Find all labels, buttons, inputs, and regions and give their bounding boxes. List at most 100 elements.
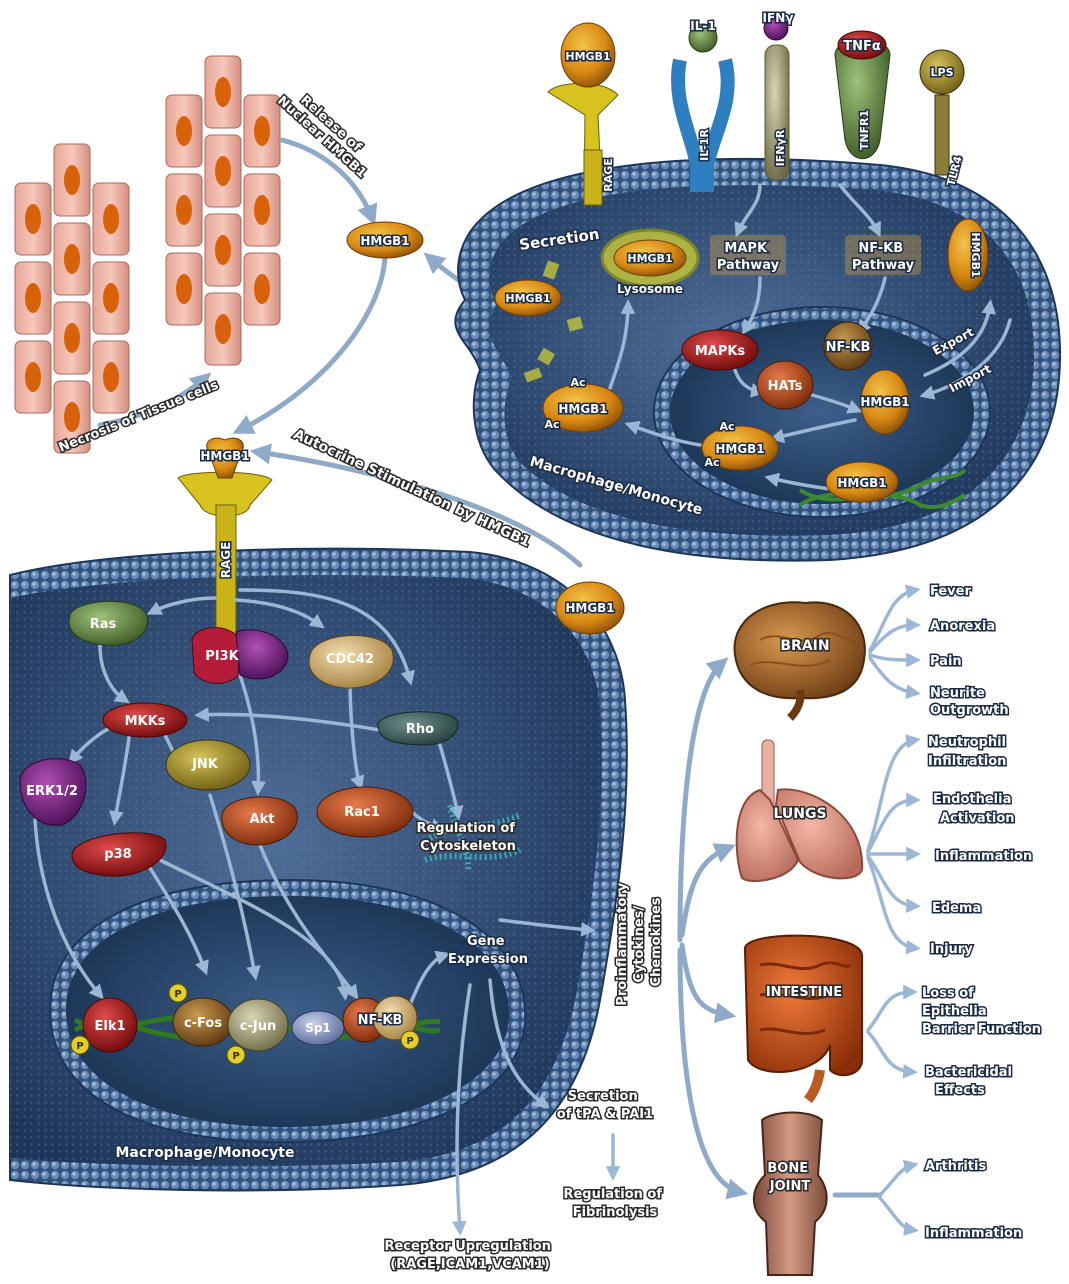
brain-effect-fever: Fever	[930, 584, 971, 599]
nfkb-node-top: NF-KB	[824, 322, 872, 370]
lungs-effects: Neutrophil Infiltration Endothelia Activ…	[868, 735, 1032, 957]
intestine-effects: Loss of Epithelia Barrier Function Bacte…	[868, 986, 1041, 1098]
svg-text:P: P	[406, 1036, 413, 1047]
rac1-node: Rac1	[317, 787, 413, 837]
bottom-cell-label: Macrophage/Monocyte	[115, 1145, 294, 1161]
svg-text:HMGB1: HMGB1	[565, 601, 614, 615]
mkks-node: MKKs	[103, 703, 187, 737]
elk1-node: Elk1	[83, 998, 137, 1052]
svg-text:LPS: LPS	[931, 66, 954, 79]
lungs-effect-injury: Injury	[930, 942, 973, 957]
svg-text:HATs: HATs	[768, 379, 803, 394]
lungs-effect-edema: Edema	[932, 901, 981, 916]
svg-text:HMGB1: HMGB1	[360, 234, 409, 248]
svg-text:RAGE: RAGE	[602, 158, 615, 192]
svg-text:RAGE: RAGE	[219, 542, 233, 579]
mapk-pathway-box: MAPK Pathway	[710, 235, 786, 275]
bone-joint-organ: BONE JOINT	[754, 1113, 827, 1276]
svg-text:Ac: Ac	[544, 418, 559, 431]
svg-text:c-Jun: c-Jun	[240, 1019, 276, 1034]
export-hmgb1: HMGB1	[948, 219, 988, 291]
svg-text:CDC42: CDC42	[326, 652, 374, 667]
lungs-effect-inflammation: Inflammation	[935, 849, 1032, 864]
svg-text:Rac1: Rac1	[344, 805, 380, 820]
svg-text:IL-1R: IL-1R	[698, 129, 711, 161]
lungs-effect-neutrophil: Neutrophil Infiltration	[928, 735, 1011, 769]
svg-text:HMGB1: HMGB1	[627, 252, 672, 265]
secretion-tpa-label: Secretion of tPA & PAI1	[557, 1089, 653, 1122]
svg-text:HMGB1: HMGB1	[505, 292, 550, 305]
intact-tissue-cells	[15, 144, 129, 453]
svg-text:IFNγR: IFNγR	[774, 129, 787, 166]
released-hmgb1: HMGB1	[347, 222, 423, 258]
svg-text:INTESTINE: INTESTINE	[766, 985, 842, 1000]
phosphate-marker: P	[227, 1046, 245, 1064]
svg-text:p38: p38	[104, 847, 131, 862]
svg-text:Lysosome: Lysosome	[617, 282, 683, 296]
svg-text:Sp1: Sp1	[305, 1021, 331, 1035]
receptor-upregulation-label: Receptor Upregulation (RAGE,ICAM1,VCAM1)	[384, 1239, 555, 1272]
svg-text:P: P	[174, 989, 181, 1000]
phosphate-marker: P	[401, 1031, 419, 1049]
svg-text:HMGB1: HMGB1	[860, 395, 909, 409]
cjun-node: c-Jun	[228, 999, 288, 1051]
rho-node: Rho	[378, 712, 458, 745]
svg-text:HMGB1: HMGB1	[837, 476, 886, 490]
bone-effects: Arthritis Inflammation	[835, 1159, 1022, 1241]
svg-text:c-Fos: c-Fos	[184, 1016, 222, 1031]
svg-text:IL-1: IL-1	[690, 19, 715, 33]
phosphate-marker: P	[169, 984, 187, 1002]
svg-text:NF-KB: NF-KB	[358, 1013, 403, 1028]
phosphate-marker: P	[71, 1036, 89, 1054]
svg-text:Ras: Ras	[90, 617, 117, 632]
brain-effect-anorexia: Anorexia	[930, 619, 995, 634]
svg-text:HMGB1: HMGB1	[969, 232, 982, 277]
cfos-node: c-Fos	[173, 998, 233, 1046]
svg-text:MAPKs: MAPKs	[695, 344, 746, 359]
lungs-effect-endothelia: Endothelia Activation	[933, 792, 1016, 826]
branch-to-lungs	[682, 848, 728, 935]
svg-text:JNK: JNK	[191, 757, 219, 772]
svg-text:Elk1: Elk1	[94, 1019, 125, 1034]
branch-to-brain	[680, 663, 722, 940]
svg-text:Ac: Ac	[570, 376, 585, 389]
svg-text:Ac: Ac	[719, 420, 734, 433]
hats-node: HATs	[757, 361, 813, 409]
pi3k-node: PI3K	[192, 628, 288, 684]
svg-text:PI3K: PI3K	[205, 649, 239, 664]
fibrinolysis-label: Regulation of Fibrinolysis	[563, 1187, 666, 1220]
svg-text:HMGB1: HMGB1	[715, 442, 764, 456]
intestine-effect-barrier: Loss of Epithelia Barrier Function	[922, 986, 1041, 1037]
lungs-organ: LUNGS	[737, 740, 862, 881]
bone-effect-inflammation: Inflammation	[925, 1226, 1022, 1241]
ras-node: Ras	[69, 601, 148, 645]
brain-organ: BRAIN	[735, 602, 865, 718]
brain-effect-neurite: Neurite Outgrowth	[930, 686, 1009, 718]
mapks-node: MAPKs	[682, 330, 758, 370]
svg-text:Ac: Ac	[704, 456, 719, 469]
svg-text:HMGB1: HMGB1	[200, 449, 249, 463]
bone-effect-arthritis: Arthritis	[925, 1159, 986, 1174]
nfkb-pathway-box: NF-KB Pathway	[845, 235, 921, 275]
svg-text:TNFα: TNFα	[843, 39, 881, 54]
branch-to-intestine	[682, 945, 728, 1015]
svg-text:LUNGS: LUNGS	[773, 806, 826, 822]
release-label: Release of Nuclear HMGB1	[274, 82, 380, 181]
svg-text:P: P	[232, 1051, 239, 1062]
brain-effect-pain: Pain	[930, 654, 962, 669]
svg-text:IFNγ: IFNγ	[763, 11, 794, 25]
necrotic-tissue-cells	[166, 56, 280, 365]
nuclear-hmgb1: HMGB1	[860, 370, 909, 434]
tissue-cells	[15, 56, 280, 453]
intestine-effect-bactericidal: Bactericidal Effects	[925, 1065, 1017, 1098]
svg-text:MKKs: MKKs	[125, 714, 166, 729]
cytokines-label: Proinflammatory Cytokines/ Chemokines	[615, 878, 664, 1005]
ifngr-receptor: IFNγ IFNγR	[763, 11, 794, 180]
svg-text:HMGB1: HMGB1	[565, 50, 610, 63]
svg-text:NF-KB: NF-KB	[826, 340, 871, 355]
tlr4-receptor: LPS TLR4	[920, 50, 965, 188]
svg-text:TNFR1: TNFR1	[858, 110, 871, 150]
jnk-node: JNK	[166, 740, 250, 790]
